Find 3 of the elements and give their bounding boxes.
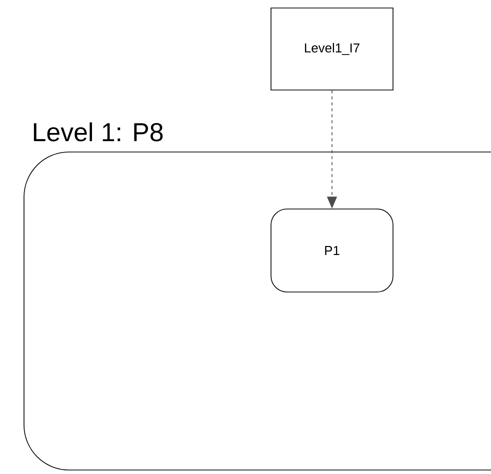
state-box: P1	[270, 208, 394, 292]
process-box: Level1_I7	[270, 8, 394, 90]
group-heading: Level 1: P8	[34, 122, 163, 142]
